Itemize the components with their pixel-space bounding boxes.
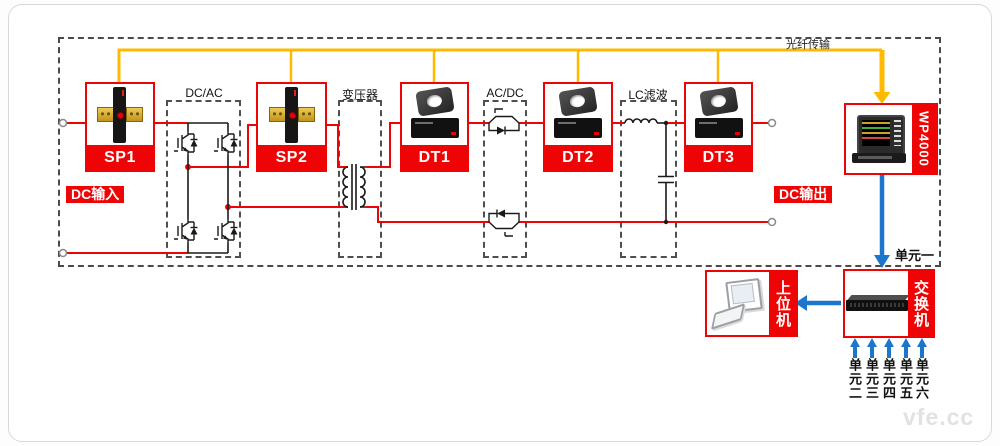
lc-filter-block-label: LC滤波: [628, 88, 668, 102]
transformer-block-box: [338, 100, 382, 258]
shunt-sensor-icon: [87, 84, 153, 145]
acdc-block-box: [483, 100, 527, 258]
dc-input-tag: DC输入: [66, 186, 125, 203]
sensor-box-dt3: DT3: [684, 82, 753, 172]
terminals: [58, 118, 777, 258]
dcac-block-box: [166, 100, 241, 258]
unit-label-4: 单元四: [881, 358, 896, 400]
shunt-sensor-icon: [258, 84, 325, 145]
dcac-block-label: DC/AC: [185, 86, 223, 100]
fiber-transmission-label: 光纤传输: [786, 39, 830, 51]
watermark: vfe.cc: [903, 404, 975, 430]
dcac-bridge: [187, 122, 229, 254]
unit-label-5: 单元五: [898, 358, 913, 400]
unit-one-label: 单元一: [895, 248, 935, 263]
acdc-block-label: AC/DC: [486, 86, 524, 100]
sensor-label-sp2: SP2: [258, 145, 325, 170]
sensor-label-dt3: DT3: [686, 145, 751, 170]
network-switch-icon: [845, 271, 910, 336]
unit-label-6: 单元六: [914, 358, 929, 400]
current-sensor-icon: [402, 84, 467, 145]
sensor-label-sp1: SP1: [87, 145, 153, 170]
current-sensor-icon: [686, 84, 751, 145]
sensor-box-dt2: DT2: [543, 82, 613, 172]
unit-label-3: 单元三: [864, 358, 879, 400]
lc-filter-block-box: [620, 100, 677, 258]
transformer-block-label: 变压器: [341, 88, 379, 102]
sensor-label-dt2: DT2: [545, 145, 611, 170]
analyzer-box: WP4000: [844, 103, 938, 175]
fiber-arrowhead: [873, 92, 891, 104]
power-analyzer-icon: [846, 105, 912, 173]
ethernet-arrowheads: [795, 255, 927, 347]
sensor-box-sp2: SP2: [256, 82, 327, 172]
host-computer-label: 上位机: [769, 272, 796, 335]
computer-icon: [707, 272, 769, 335]
sensor-box-dt1: DT1: [400, 82, 469, 172]
sensor-box-sp1: SP1: [85, 82, 155, 172]
switch-label: 交换机: [908, 271, 933, 336]
diagram-card: [8, 4, 992, 442]
host-computer-box: 上位机: [705, 270, 798, 337]
ethernet-links: [807, 175, 924, 358]
transformer-symbol: [342, 164, 366, 210]
dc-output-tag: DC输出: [774, 186, 833, 203]
unit-label-2: 单元二: [847, 358, 862, 400]
lc-filter-symbol: [624, 118, 674, 222]
fiber-bus: [117, 48, 885, 93]
current-sensor-icon: [545, 84, 611, 145]
analyzer-label: WP4000: [912, 105, 936, 173]
system-boundary-box: [58, 37, 941, 267]
sensor-label-dt1: DT1: [402, 145, 467, 170]
switch-box: 交换机: [843, 269, 935, 338]
power-wires: [63, 122, 772, 254]
